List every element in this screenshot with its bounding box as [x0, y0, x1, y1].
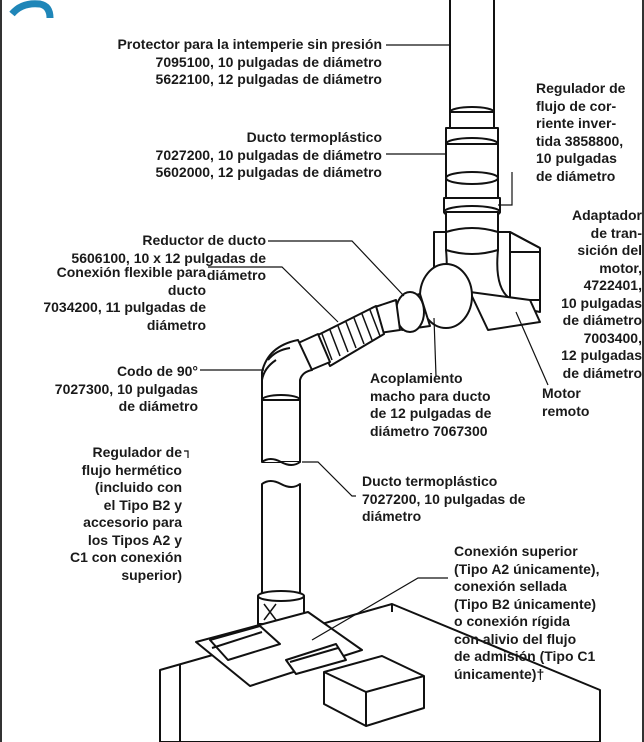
remote-motor [469, 291, 541, 331]
label-motor-adapter: Adaptador de tran- sición del motor, 472… [561, 207, 642, 381]
label-male-coupling: Acoplamiento macho para ducto de 12 pulg… [370, 370, 492, 439]
weather-cap-pipe [449, 0, 495, 115]
thermo-duct-lower [261, 480, 301, 621]
flex-connector [315, 305, 385, 367]
label-top-connection: Conexión superior (Tipo A2 únicamente), … [454, 543, 600, 682]
label-elbow-90: Codo de 90° 7027300, 10 pulgadas de diám… [54, 363, 198, 414]
label-flex-connector: Conexión flexible para ducto 7034200, 11… [43, 264, 206, 333]
label-sealed-damper: Regulador de flujo hermético (incluido c… [69, 444, 182, 583]
leader-lines [184, 44, 549, 641]
intake-box [323, 655, 425, 727]
title-fragment [9, 0, 54, 19]
label-thermo-duct-mid: Ducto termoplástico 7027200, 10 pulgadas… [362, 473, 526, 524]
top-connection-plate [195, 611, 363, 687]
label-thermo-duct-top: Ducto termoplástico 7027200, 10 pulgadas… [155, 129, 382, 180]
line-art [159, 0, 601, 742]
thermo-duct-mid [261, 399, 301, 463]
label-barometric-damper: Regulador de flujo de cor- riente inver-… [536, 80, 626, 184]
label-duct-reducer: Reductor de ducto 5606100, 10 x 12 pulga… [71, 232, 266, 283]
label-remote-motor: Motor remoto [542, 385, 590, 419]
label-weather-cap: Protector para la intemperie sin presión… [117, 36, 382, 87]
